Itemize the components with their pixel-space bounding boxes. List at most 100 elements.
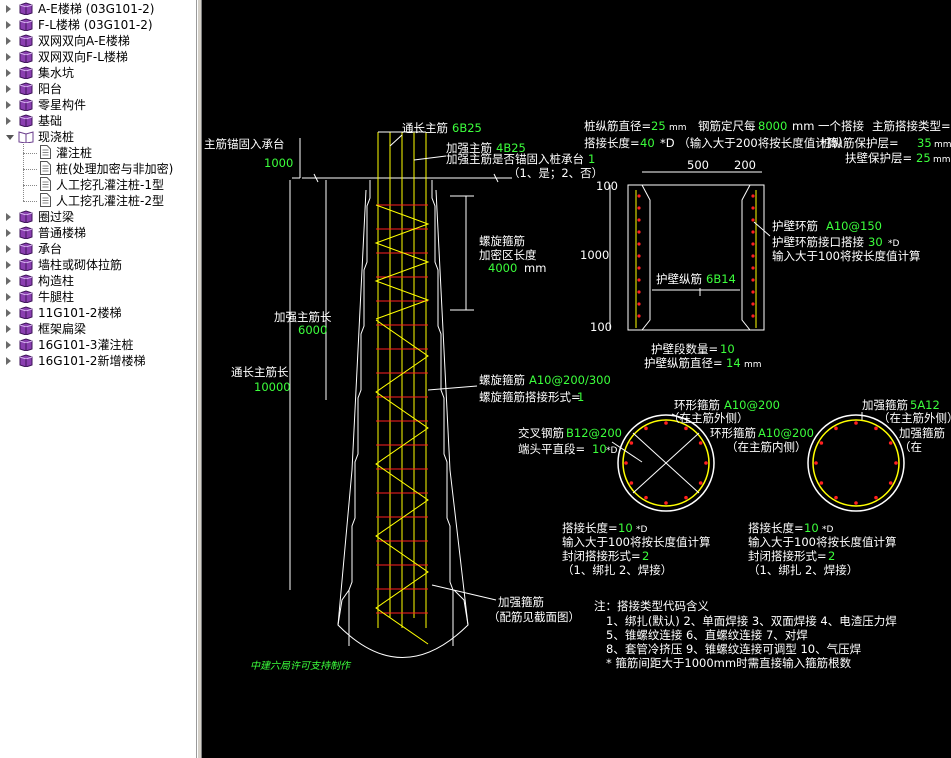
dia-value[interactable]: 25 xyxy=(651,119,666,133)
expand-arrow-icon[interactable] xyxy=(6,37,11,45)
tree-folder-item[interactable]: 11G101-2楼梯 xyxy=(0,305,196,321)
tree-folder-item[interactable]: 集水坑 xyxy=(0,65,196,81)
tree-folder-item[interactable]: 框架扁梁 xyxy=(0,321,196,337)
end-value[interactable]: 10 xyxy=(592,442,607,456)
expand-arrow-icon[interactable] xyxy=(6,229,11,237)
sec2-hoop-value[interactable]: 5A12 xyxy=(910,398,940,412)
sec2-hoop2-label: 加强箍筋 xyxy=(899,426,945,440)
tree-folder-item[interactable]: 承台 xyxy=(0,241,196,257)
tree-folder-item[interactable]: 16G101-3灌注桩 xyxy=(0,337,196,353)
ring-inner-label: 环形箍筋 xyxy=(710,426,756,440)
expand-arrow-icon[interactable] xyxy=(6,21,11,29)
expand-arrow-icon[interactable] xyxy=(6,261,11,269)
ring-outer-value[interactable]: A10@200 xyxy=(724,398,780,412)
document-icon xyxy=(40,161,51,175)
expand-arrow-icon[interactable] xyxy=(6,277,11,285)
tree-folder-item[interactable]: 零星构件 xyxy=(0,97,196,113)
wall-section xyxy=(609,171,771,331)
spiral-dense-value[interactable]: 4000 xyxy=(488,261,517,275)
strengthen-len-value[interactable]: 6000 xyxy=(298,323,327,337)
sec1-close-value[interactable]: 2 xyxy=(642,549,649,563)
spiral-value[interactable]: A10@200/300 xyxy=(529,373,611,387)
tree-folder-item[interactable]: 圈过梁 xyxy=(0,209,196,225)
expand-arrow-icon[interactable] xyxy=(6,117,11,125)
spiral-dense-unit: mm xyxy=(524,261,546,275)
long-value[interactable]: 6B14 xyxy=(706,272,736,286)
section-bar-dot xyxy=(874,495,878,500)
end-label: 端头平直段= xyxy=(518,442,585,456)
cross-label: 交叉钢筋 xyxy=(518,426,564,440)
ring-lap-value[interactable]: 30 xyxy=(868,235,883,249)
expand-arrow-icon[interactable] xyxy=(6,293,11,301)
ring-inner-value[interactable]: A10@200 xyxy=(758,426,814,440)
through-len-value[interactable]: 10000 xyxy=(254,380,291,394)
tree-leaf-item[interactable]: 桩(处理加密与非加密) xyxy=(0,161,196,177)
through-bar-value[interactable]: 6B25 xyxy=(452,121,482,135)
collapse-arrow-icon[interactable] xyxy=(6,135,14,140)
tree-leaf-item[interactable]: 灌注桩 xyxy=(0,145,196,161)
book-icon xyxy=(18,306,33,320)
tree-folder-item[interactable]: 墙柱或砌体拉筋 xyxy=(0,257,196,273)
expand-arrow-icon[interactable] xyxy=(6,357,11,365)
tree-folder-item[interactable]: 基础 xyxy=(0,113,196,129)
expand-arrow-icon[interactable] xyxy=(6,101,11,109)
sec2-hoop-note: （在主筋外侧） xyxy=(878,411,951,425)
book-icon xyxy=(18,274,33,288)
sec2-close-options: （1、绑扎 2、焊接） xyxy=(748,563,858,577)
expand-arrow-icon[interactable] xyxy=(6,325,11,333)
sec2-lap-value[interactable]: 10 xyxy=(804,521,819,535)
expand-arrow-icon[interactable] xyxy=(6,341,11,349)
tree-folder-item[interactable]: 现浇桩 xyxy=(0,129,196,145)
wall-ring-dot xyxy=(751,230,755,234)
tree-leaf-item[interactable]: 人工挖孔灌注桩-1型 xyxy=(0,177,196,193)
fixed-label: 钢筋定尺每 xyxy=(698,119,756,133)
tree-folder-item[interactable]: 构造柱 xyxy=(0,273,196,289)
long-dia-value[interactable]: 14 xyxy=(726,356,741,370)
sec1-lap-value[interactable]: 10 xyxy=(618,521,633,535)
sec2-lap-unit: *D xyxy=(822,525,834,535)
seg-value[interactable]: 10 xyxy=(720,342,735,356)
cross-value[interactable]: B12@200 xyxy=(566,426,622,440)
expand-arrow-icon[interactable] xyxy=(6,245,11,253)
tree-folder-item[interactable]: F-L楼梯 (03G101-2) xyxy=(0,17,196,33)
wall-cover-value[interactable]: 25 xyxy=(916,151,931,165)
strengthen-bar-value[interactable]: 4B25 xyxy=(496,141,526,155)
expand-arrow-icon[interactable] xyxy=(6,69,11,77)
drawing-canvas[interactable]: 主筋锚固入承台 1000 通长主筋 6B25 加强主筋 4B25 加强主筋是否锚… xyxy=(202,0,951,758)
pane-splitter[interactable] xyxy=(197,0,202,758)
ring-value[interactable]: A10@150 xyxy=(826,219,882,233)
fixed-value[interactable]: 8000 xyxy=(758,119,787,133)
spiral-lap-value[interactable]: 1 xyxy=(577,390,584,404)
tree-folder-item[interactable]: 双网双向F-L楼梯 xyxy=(0,49,196,65)
tree-item-label: 普通楼梯 xyxy=(38,226,87,240)
tree-folder-item[interactable]: A-E楼梯 (03G101-2) xyxy=(0,1,196,17)
expand-arrow-icon[interactable] xyxy=(6,53,11,61)
book-icon xyxy=(18,98,33,112)
tree-leaf-item[interactable]: 人工挖孔灌注桩-2型 xyxy=(0,193,196,209)
anchor-label: 主筋锚固入承台 xyxy=(204,137,285,151)
tree-folder-item[interactable]: 普通楼梯 xyxy=(0,225,196,241)
dim-top-right: 200 xyxy=(734,158,756,172)
component-tree[interactable]: A-E楼梯 (03G101-2)F-L楼梯 (03G101-2)双网双向A-E楼… xyxy=(0,0,197,758)
tree-folder-item[interactable]: 16G101-2新增楼梯 xyxy=(0,353,196,369)
tree-folder-item[interactable]: 阳台 xyxy=(0,81,196,97)
wall-ring-dot xyxy=(751,254,755,258)
expand-arrow-icon[interactable] xyxy=(6,213,11,221)
cover-value[interactable]: 35 xyxy=(917,136,932,150)
lap-len-value[interactable]: 40 xyxy=(640,136,655,150)
book-icon xyxy=(18,258,33,272)
ring-outer-label: 环形箍筋 xyxy=(674,398,720,412)
tree-folder-item[interactable]: 双网双向A-E楼梯 xyxy=(0,33,196,49)
anchor-value[interactable]: 1000 xyxy=(264,156,293,170)
expand-arrow-icon[interactable] xyxy=(6,309,11,317)
tree-folder-item[interactable]: 牛腿柱 xyxy=(0,289,196,305)
section-bar-dot xyxy=(684,426,688,431)
sec1-lap-unit: *D xyxy=(636,525,648,535)
wall-ring-dot xyxy=(637,314,641,318)
expand-arrow-icon[interactable] xyxy=(6,85,11,93)
expand-arrow-icon[interactable] xyxy=(6,5,11,13)
long-dia-label: 护壁纵筋直径= xyxy=(644,356,723,370)
strengthen-anchor-value[interactable]: 1 xyxy=(588,152,595,166)
tree-item-label: 基础 xyxy=(38,114,63,128)
sec2-close-value[interactable]: 2 xyxy=(828,549,835,563)
